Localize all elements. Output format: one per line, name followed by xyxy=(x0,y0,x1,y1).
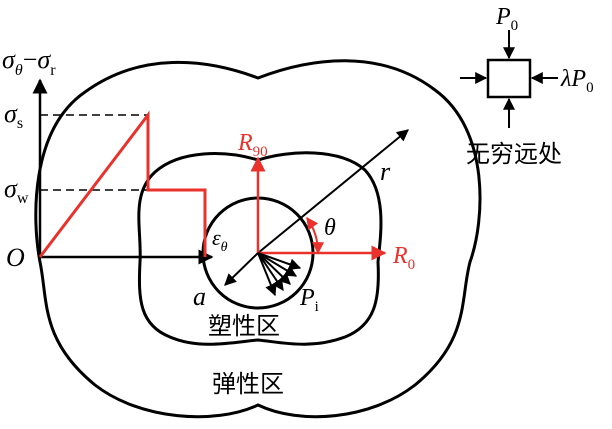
elastic-zone-label: 弹性区 xyxy=(212,370,284,398)
far-field-caption: 无穷远处 xyxy=(466,140,562,168)
r0-label: R0 xyxy=(392,243,415,273)
theta-label: θ xyxy=(324,215,336,241)
radial-axis-r xyxy=(257,129,409,254)
theta-arc xyxy=(306,217,325,255)
pi-arrow xyxy=(257,252,277,297)
sigma-s-label: σs xyxy=(4,99,23,132)
stress-curve xyxy=(38,110,207,258)
origin-label: O xyxy=(6,243,25,272)
pi-arrow xyxy=(257,252,291,285)
r90-label: R90 xyxy=(237,130,268,160)
p0-label: P0 xyxy=(495,4,518,34)
plastic-zone-label: 塑性区 xyxy=(208,312,280,340)
sigma-w-label: σw xyxy=(4,174,29,207)
pi-label: Pi xyxy=(299,285,319,315)
elastic-zone-boundary xyxy=(34,59,482,419)
lambda-p0-label: λP0 xyxy=(560,66,594,96)
epsilon-arrow xyxy=(224,252,259,286)
a-label: a xyxy=(193,282,206,311)
stress-axis-label: σθ−σr xyxy=(2,45,56,79)
epsilon-label: εθ xyxy=(212,225,228,255)
far-field-element xyxy=(486,58,532,99)
plastic-zone-boundary xyxy=(137,151,383,346)
pi-pressure-arrows xyxy=(257,252,302,297)
pi-arrow xyxy=(257,252,298,277)
r-label: r xyxy=(380,157,391,186)
pi-arrow xyxy=(257,252,284,291)
